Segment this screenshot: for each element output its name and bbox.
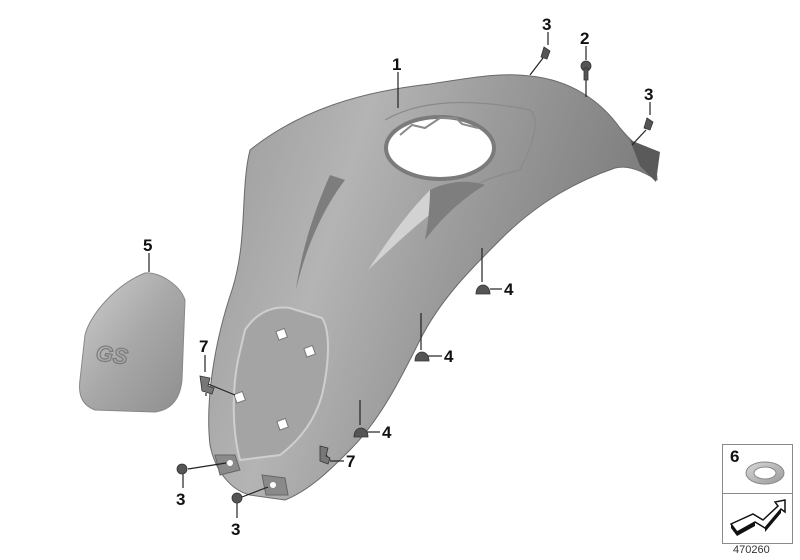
gs-logo: GS	[94, 340, 129, 369]
callout-1[interactable]: 1	[392, 55, 401, 74]
screw-icon	[643, 117, 654, 131]
callout-3[interactable]: 3	[644, 85, 653, 104]
filler-opening	[384, 115, 496, 181]
clip-icon	[199, 375, 215, 395]
callout-5[interactable]: 5	[143, 236, 152, 255]
callout-7[interactable]: 7	[199, 337, 208, 356]
callout-2[interactable]: 2	[580, 29, 589, 48]
cap-nut-icon	[475, 284, 491, 295]
ring-washer-icon	[745, 461, 785, 485]
arrow-icon	[729, 499, 786, 536]
legend-box: 6	[722, 444, 793, 544]
screw-icon	[580, 60, 592, 81]
legend-item-label[interactable]: 6	[730, 447, 740, 466]
side-pad-part[interactable]: GS	[79, 272, 186, 413]
clip-icon	[319, 445, 331, 465]
cap-nut-icon	[414, 351, 430, 362]
screw-icon	[540, 46, 551, 60]
callout-7[interactable]: 7	[346, 452, 355, 471]
callout-4[interactable]: 4	[382, 423, 392, 442]
tank-cover-part[interactable]	[208, 74, 660, 501]
callout-4[interactable]: 4	[504, 280, 514, 299]
leader-lines	[148, 32, 651, 518]
callout-3[interactable]: 3	[176, 490, 185, 509]
callout-3[interactable]: 3	[231, 520, 240, 539]
document-id: 470260	[733, 544, 770, 556]
fasteners	[176, 46, 654, 504]
legend-divider	[723, 493, 792, 494]
callout-3[interactable]: 3	[542, 15, 551, 34]
cap-nut-icon	[353, 427, 369, 438]
screw-icon	[176, 463, 188, 475]
callout-4[interactable]: 4	[444, 347, 454, 366]
screw-icon	[231, 492, 243, 504]
